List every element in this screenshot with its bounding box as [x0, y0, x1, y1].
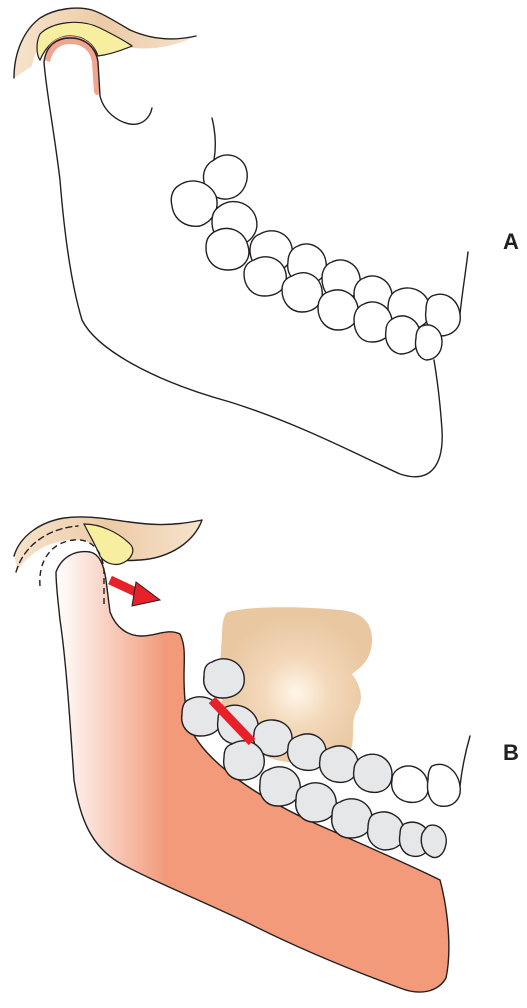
panel-label-b: B [503, 740, 519, 766]
panel-label-a: A [503, 229, 519, 255]
displacement-arrow [110, 580, 160, 606]
